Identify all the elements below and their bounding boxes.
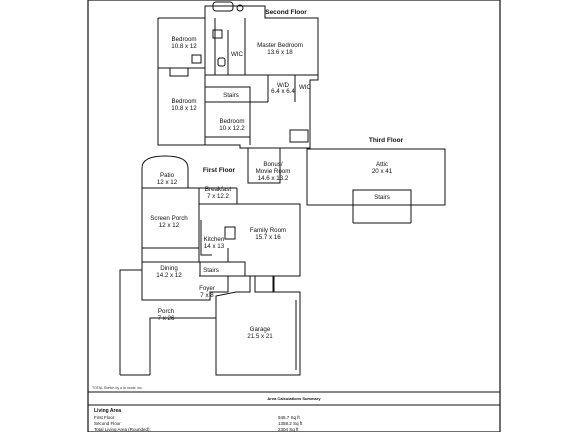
room-kitchen-name: Kitchen	[204, 236, 225, 243]
room-wic-1: WIC	[231, 51, 244, 58]
room-bedroom-1-dim: 10.8 x 12	[171, 43, 197, 50]
room-stairs-1: Stairs	[203, 267, 219, 274]
third-floor-label: Third Floor	[369, 137, 404, 144]
room-porch-dim: 7 x 26	[158, 315, 175, 322]
summary-row-label: Total Living Area (Rounded):	[94, 427, 151, 432]
room-kitchen-dim: 14 x 13	[204, 243, 225, 250]
summary-row-value: 2304 Sq ft	[278, 427, 299, 432]
room-wd-dim: 6.4 x 6.4	[271, 88, 295, 95]
room-garage-dim: 21.5 x 21	[247, 333, 273, 340]
room-bedroom-3-dim: 10 x 12.2	[219, 125, 245, 132]
room-bedroom-2-name: Bedroom	[171, 98, 196, 105]
room-screen-porch-dim: 12 x 12	[159, 222, 180, 229]
summary-row-value: 1358.2 Sq ft	[278, 421, 303, 426]
summary-row-label: First Floor	[94, 415, 115, 420]
room-dining-name: Dining	[160, 265, 178, 272]
summary-row-label: Second Floor	[94, 421, 121, 426]
summary-row-value: 945.7 Sq ft	[278, 415, 301, 420]
room-dining-dim: 14.2 x 12	[156, 272, 182, 279]
room-foyer-name: Foyer	[199, 285, 215, 292]
first-floor-label: First Floor	[203, 167, 236, 174]
room-bonus-name: Bonus/	[263, 161, 283, 168]
room-patio-dim: 12 x 12	[157, 179, 178, 186]
room-wd-name: W/D	[277, 82, 290, 89]
living-area-label: Living Area	[94, 408, 121, 414]
room-foyer-dim: 7 x 8	[200, 292, 214, 299]
room-porch-name: Porch	[158, 308, 175, 315]
room-wic-2: WIC	[299, 84, 312, 91]
room-breakfast-name: Breakfast	[205, 186, 231, 193]
room-attic-dim: 20 x 41	[372, 168, 393, 175]
second-floor-walls	[157, 1, 319, 184]
room-bedroom-2-dim: 10.8 x 12	[171, 105, 197, 112]
room-bonus-name-2: Movie Room	[256, 168, 291, 175]
copyright-text: TOTAL Sketch by a la mode, inc.	[92, 386, 143, 390]
room-family-dim: 15.7 x 16	[255, 234, 281, 241]
room-master-dim: 13.6 x 18	[267, 49, 293, 56]
second-floor-label: Second Floor	[265, 9, 307, 16]
room-stairs-2: Stairs	[223, 92, 239, 99]
room-master-name: Master Bedroom	[257, 42, 303, 49]
first-floor-walls	[119, 155, 301, 376]
room-breakfast-dim: 7 x 12.2	[207, 193, 230, 200]
third-floor-walls	[306, 148, 446, 224]
room-bedroom-1-name: Bedroom	[171, 36, 196, 43]
room-bonus-dim: 14.6 x 13.2	[258, 175, 289, 182]
room-garage-name: Garage	[250, 326, 271, 333]
room-screen-porch-name: Screen Porch	[150, 215, 188, 222]
room-stairs-3: Stairs	[374, 194, 390, 201]
summary-title: Area Calculations Summary	[267, 396, 321, 401]
room-patio-name: Patio	[160, 172, 175, 179]
page-frame	[87, 0, 501, 432]
room-bedroom-3-name: Bedroom	[219, 118, 244, 125]
room-family-name: Family Room	[250, 227, 286, 234]
room-attic-name: Attic	[376, 161, 388, 168]
